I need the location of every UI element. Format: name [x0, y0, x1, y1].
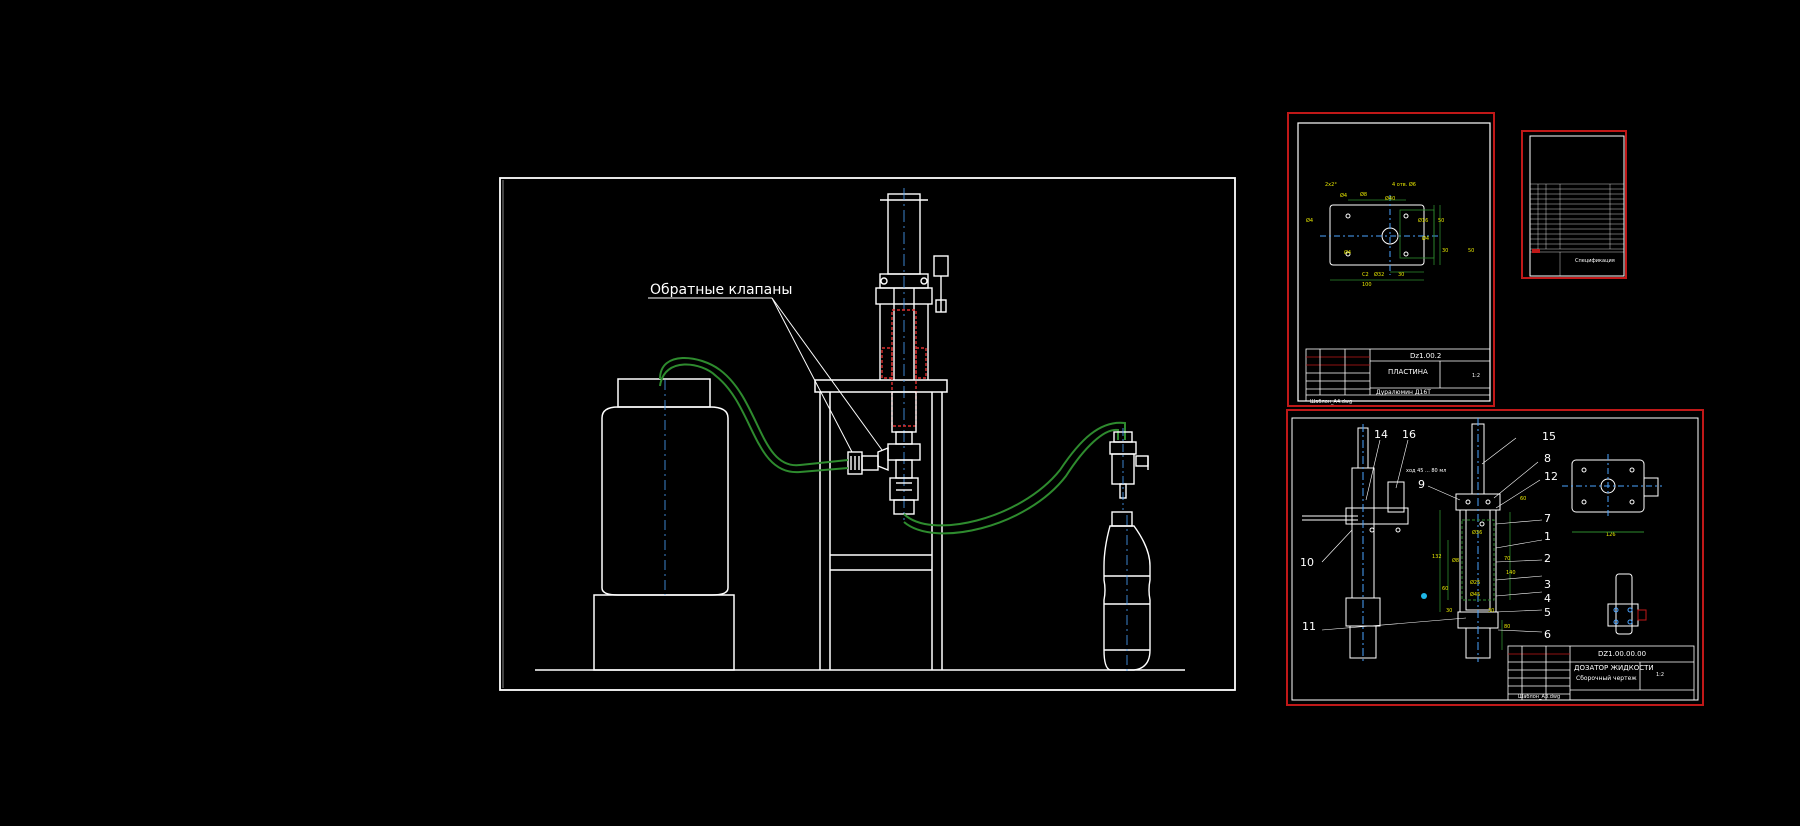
svg-text:Ø8: Ø8	[1452, 557, 1459, 564]
svg-text:132: 132	[1432, 554, 1442, 560]
svg-text:Ø4: Ø4	[1344, 249, 1351, 256]
plate-file: Шаблон_А4.dwg	[1310, 399, 1352, 405]
assembly-title: ДОЗАТОР ЖИДКОСТИ	[1574, 664, 1654, 672]
svg-text:7: 7	[1544, 512, 1551, 525]
stand	[814, 379, 948, 670]
svg-text:Ø32: Ø32	[1374, 271, 1384, 278]
svg-text:126: 126	[1606, 532, 1616, 538]
assembly-main-view	[1455, 418, 1501, 662]
svg-text:60: 60	[1442, 586, 1448, 592]
svg-text:Ø4: Ø4	[1306, 217, 1313, 224]
svg-text:30: 30	[1398, 272, 1404, 278]
canister	[593, 378, 735, 671]
plate-scale: 1:2	[1472, 373, 1480, 379]
svg-text:Ø36: Ø36	[1472, 529, 1482, 536]
assembly-plan-view	[1562, 454, 1662, 533]
svg-text:Ø45: Ø45	[1470, 591, 1480, 598]
svg-text:15: 15	[1542, 430, 1556, 443]
svg-text:Ø8: Ø8	[1360, 191, 1367, 198]
assembly-dim-labels: Ø36 132 Ø8 Ø25 Ø45 60 30 70 140 60 30 80…	[1432, 496, 1616, 630]
plate-dim-labels: 2х2° Ø4 Ø8 4 отв. Ø6 Ø40 Ø16 Ø4 50 30 Ø4…	[1306, 181, 1474, 288]
svg-text:Ø25: Ø25	[1470, 579, 1480, 586]
svg-text:8: 8	[1544, 452, 1551, 465]
svg-text:80: 80	[1504, 624, 1510, 630]
spec-title: Спецификация	[1575, 258, 1615, 264]
svg-text:12: 12	[1544, 470, 1558, 483]
svg-text:70: 70	[1504, 556, 1510, 562]
assembly-subtitle: Сборочный чертеж	[1576, 675, 1637, 682]
plate-title-block	[1305, 348, 1491, 402]
svg-text:30: 30	[1442, 248, 1448, 254]
svg-text:6: 6	[1544, 628, 1551, 641]
svg-text:14: 14	[1374, 428, 1388, 441]
plate-part	[1320, 195, 1440, 275]
svg-text:9: 9	[1418, 478, 1425, 491]
check-valve-left	[847, 451, 879, 475]
svg-text:16: 16	[1402, 428, 1416, 441]
check-valves-callout: Обратные клапаны	[650, 282, 792, 298]
assembly-callout-leaders	[1321, 437, 1543, 633]
svg-text:Ø40: Ø40	[1385, 195, 1395, 202]
plate-title: ПЛАСТИНА	[1388, 368, 1428, 376]
hoses	[659, 357, 1126, 535]
svg-text:Ø4: Ø4	[1422, 235, 1429, 242]
assembly-code: DZ1.00.00.00	[1598, 650, 1646, 658]
svg-text:50: 50	[1438, 218, 1444, 224]
assembly-title-block	[1507, 645, 1695, 701]
callout-leaders	[648, 297, 883, 453]
svg-text:50: 50	[1468, 248, 1474, 254]
svg-text:2х2°: 2х2°	[1325, 182, 1337, 188]
svg-text:30: 30	[1446, 608, 1452, 614]
assembly-detail-view	[1607, 573, 1647, 635]
svg-text:60: 60	[1520, 496, 1526, 502]
plate-dimensions	[1330, 199, 1441, 281]
svg-text:Ø4: Ø4	[1340, 192, 1347, 199]
plate-code: Dz1.00.2	[1410, 352, 1441, 360]
bottle	[1103, 511, 1151, 672]
svg-text:4: 4	[1544, 592, 1551, 605]
svg-text:140: 140	[1506, 570, 1516, 576]
assembly-scale: 1:2	[1656, 672, 1664, 678]
svg-text:10: 10	[1300, 556, 1314, 569]
assembly-note: ход 45 ... 80 мл	[1406, 468, 1446, 474]
svg-text:30: 30	[1488, 608, 1494, 614]
sheet-assembly: Ø36 132 Ø8 Ø25 Ø45 60 30 70 140 60 30 80…	[1286, 409, 1704, 706]
svg-text:2: 2	[1544, 552, 1551, 565]
svg-text:1: 1	[1544, 530, 1551, 543]
sheet-spec: Спецификация	[1521, 130, 1627, 279]
assembly-side-view	[1302, 424, 1409, 662]
svg-text:11: 11	[1302, 620, 1316, 633]
dispenser-cylinder	[875, 188, 949, 520]
main-drawing: Обратные клапаны	[499, 177, 1236, 691]
sheet-plate: 2х2° Ø4 Ø8 4 отв. Ø6 Ø40 Ø16 Ø4 50 30 Ø4…	[1287, 112, 1495, 407]
svg-text:3: 3	[1544, 578, 1551, 591]
assembly-file: Шаблон_А3.dwg	[1518, 694, 1560, 700]
svg-text:C2: C2	[1362, 272, 1369, 278]
svg-text:Ø16: Ø16	[1418, 217, 1428, 224]
plate-material: Дуралюмин Д16Т	[1376, 389, 1431, 396]
filling-nozzle	[1109, 428, 1149, 510]
svg-text:5: 5	[1544, 606, 1551, 619]
svg-text:100: 100	[1362, 282, 1372, 288]
spec-table	[1529, 183, 1625, 277]
assembly-callouts: 14 16 15 8 12 9 7 1 2 3 4 5 6 10 11	[1300, 428, 1558, 641]
main-drawing-frame	[499, 177, 1236, 691]
svg-text:4 отв. Ø6: 4 отв. Ø6	[1392, 181, 1416, 188]
assembly-dim-lines	[1439, 510, 1511, 650]
